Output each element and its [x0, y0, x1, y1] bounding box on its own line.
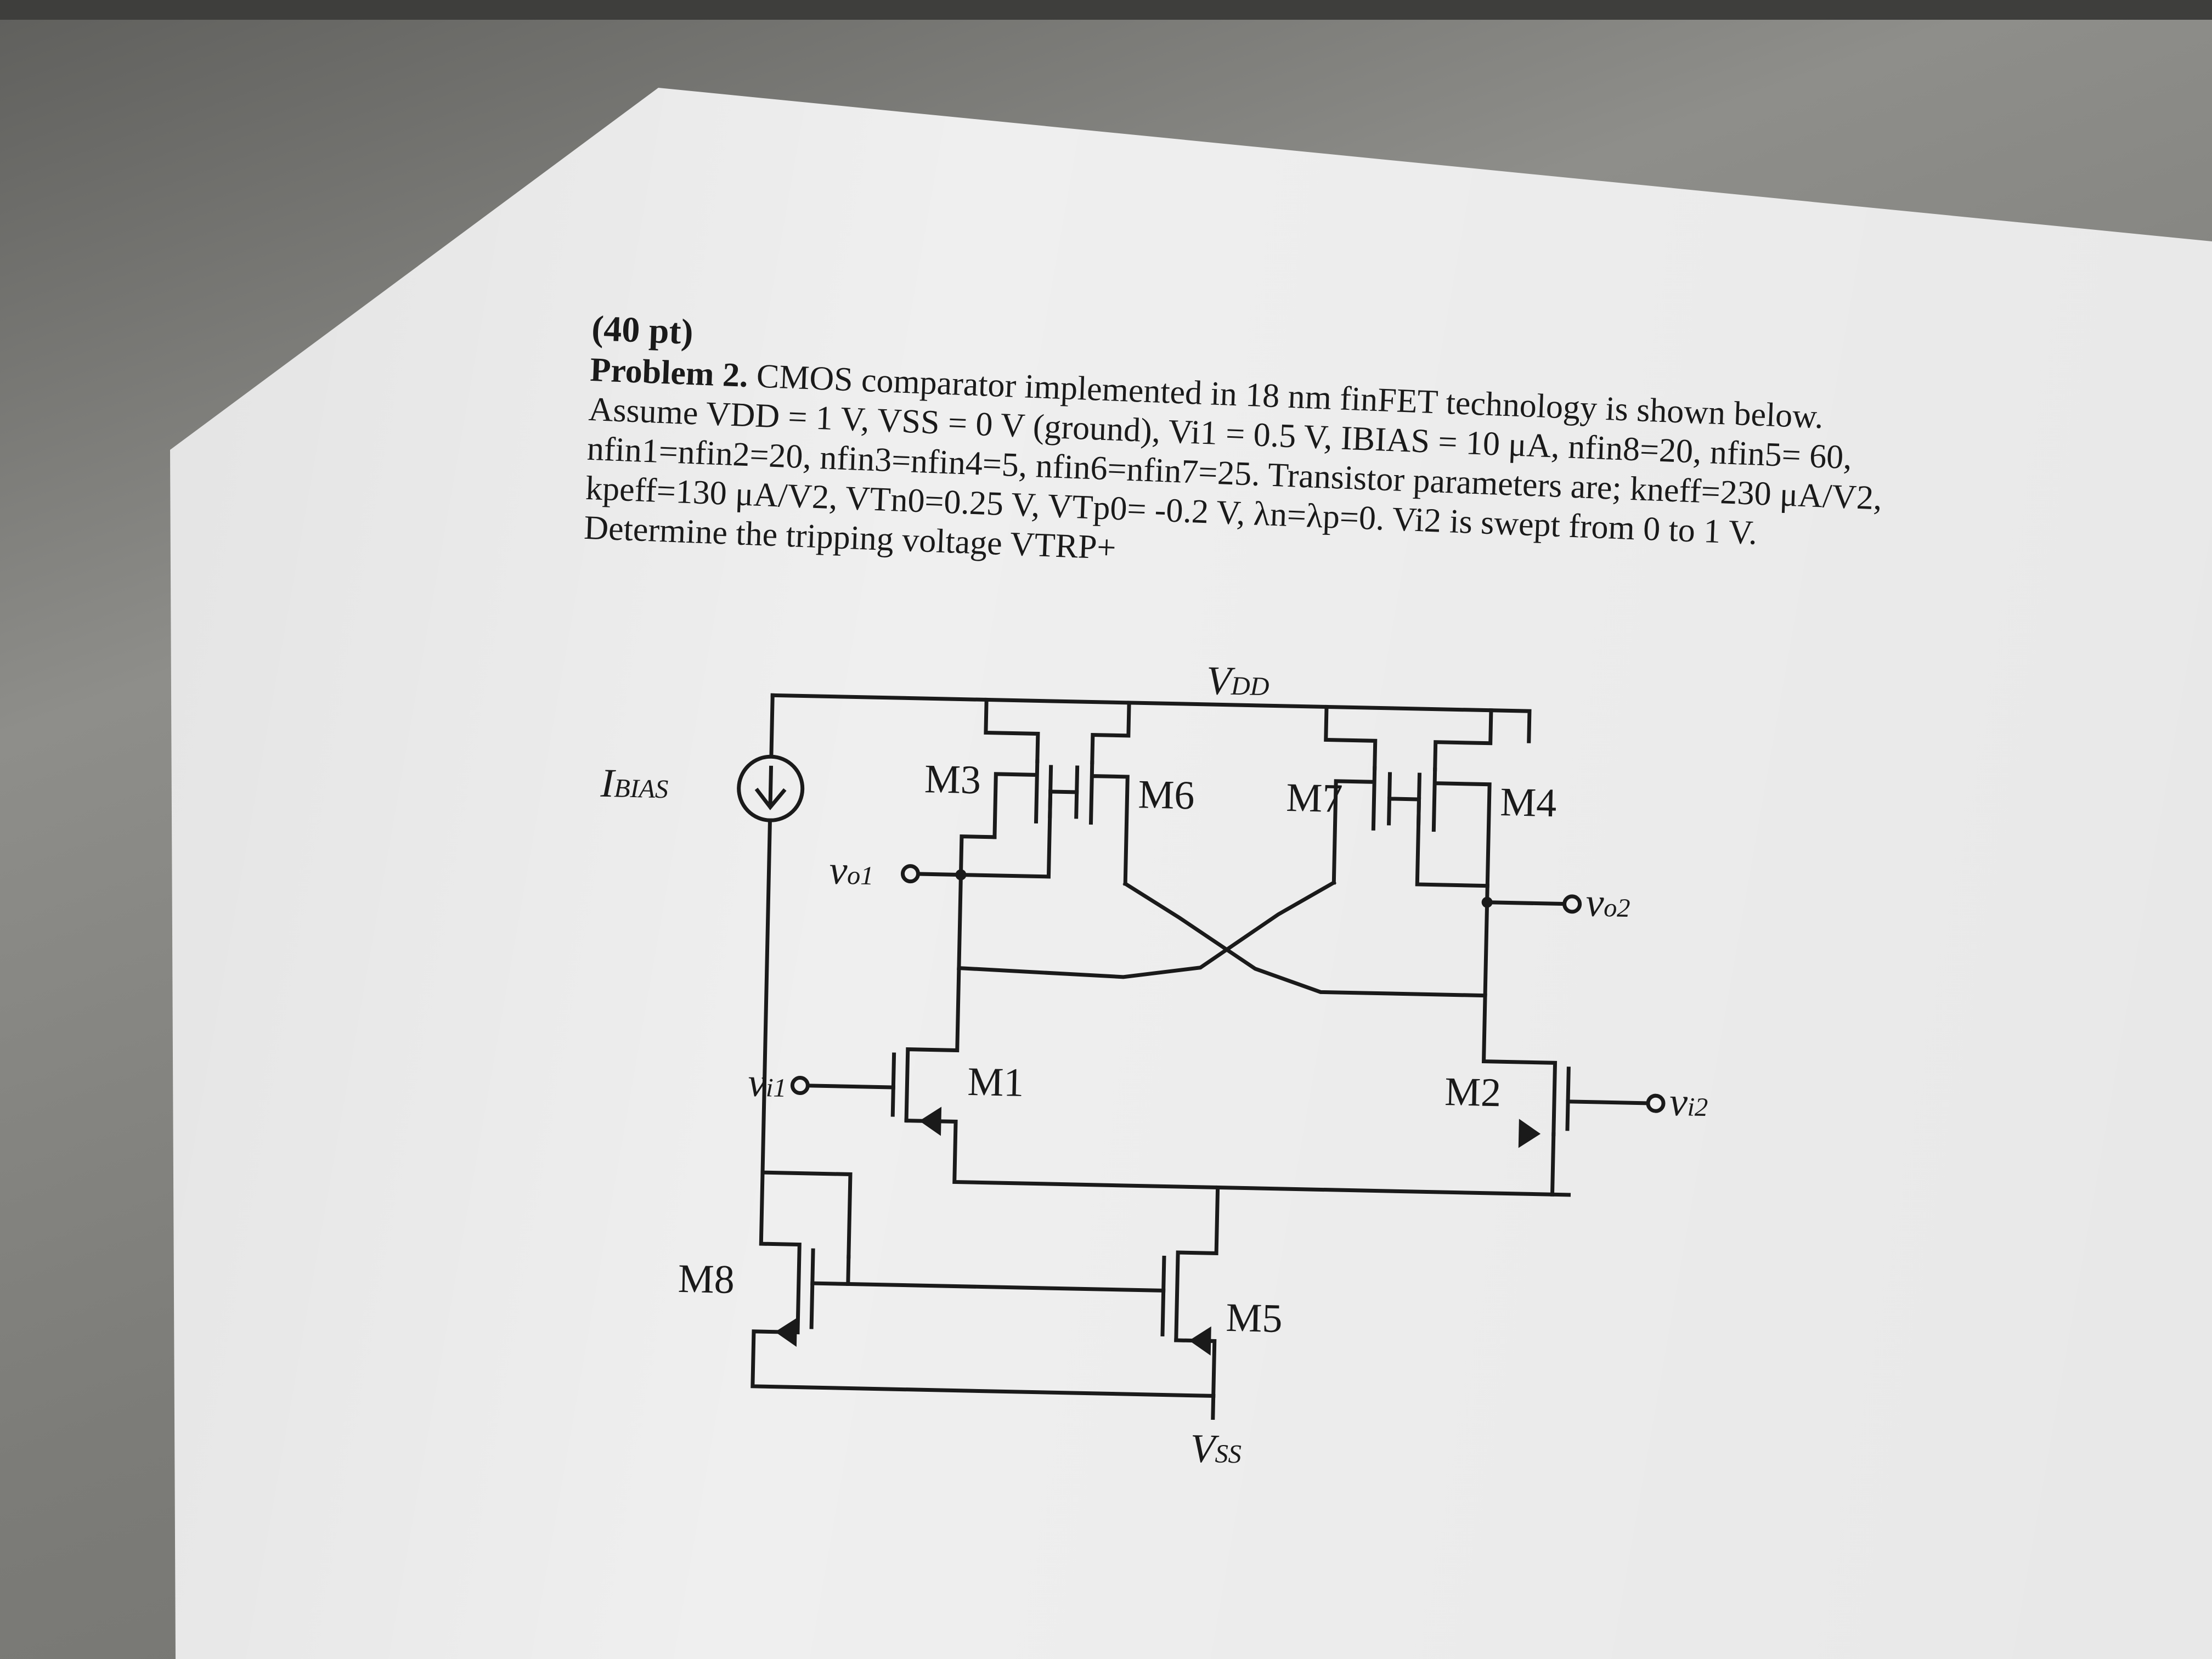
m2-label: M2	[1444, 1069, 1502, 1116]
m8-body	[759, 1170, 815, 1335]
m2-body	[1481, 994, 1571, 1136]
m3-body	[992, 759, 1053, 839]
vdd-label: VDD	[1206, 658, 1269, 704]
m8-m5-gate-wire	[810, 1281, 1166, 1293]
vo1-junction	[955, 869, 967, 881]
vo2-terminal	[1562, 894, 1582, 914]
desk-edge	[0, 0, 2212, 20]
m4-diode-wire	[1415, 797, 1489, 888]
vi1-label-main: v	[747, 1060, 767, 1106]
m2-source-wire	[1550, 1132, 1556, 1197]
m7-label: M7	[1285, 775, 1344, 822]
vss-stub	[1211, 1393, 1216, 1420]
vo2-label: vo2	[1585, 880, 1630, 926]
m4-body	[1417, 768, 1492, 905]
m3-label: M3	[924, 757, 981, 803]
m1-arrow-icon	[919, 1107, 942, 1136]
vi2-label-sub: i2	[1687, 1092, 1708, 1122]
m2-arrow-icon	[1518, 1119, 1541, 1148]
vi2-terminal	[1646, 1093, 1666, 1113]
m6-label: M6	[1137, 772, 1195, 819]
m7-source-wire	[1324, 704, 1378, 770]
vss-rail	[751, 1329, 1216, 1398]
vi1-label-sub: i1	[765, 1073, 787, 1103]
vi2-label: vi2	[1669, 1079, 1708, 1125]
vss-label-sub: SS	[1215, 1439, 1242, 1469]
schematic-wires	[737, 693, 1666, 1420]
m1-source-wire	[904, 1119, 1571, 1197]
m8-label: M8	[678, 1256, 735, 1303]
ibias-to-m8-wire	[760, 818, 853, 1259]
m1-label: M1	[967, 1059, 1025, 1106]
vo1-terminal	[900, 864, 920, 884]
vo1-label: vo1	[828, 848, 874, 894]
m5-label: M5	[1225, 1295, 1283, 1342]
ibias-label: IBIAS	[600, 760, 669, 806]
vss-label-main: V	[1189, 1426, 1216, 1472]
m6-body	[1074, 760, 1130, 886]
vi1-terminal	[790, 1076, 810, 1096]
vo1-label-sub: o1	[847, 861, 874, 891]
m8-arrow-icon	[775, 1317, 797, 1347]
ibias-arrow-icon	[754, 765, 787, 810]
vo2-label-main: v	[1585, 880, 1605, 926]
m1-body	[890, 966, 961, 1123]
vi1-label: vi1	[747, 1060, 787, 1106]
m3-source-wire	[984, 697, 1040, 764]
ibias-label-main: I	[600, 760, 615, 806]
vdd-label-main: V	[1206, 658, 1232, 704]
vo2-output-wire	[1485, 900, 1566, 906]
m7-to-vo1-cross	[957, 880, 1337, 979]
vo1-node-wire	[915, 872, 963, 970]
m6-source-wire	[1090, 701, 1131, 765]
vdd-rail	[770, 693, 1532, 743]
vo2-label-sub: o2	[1603, 893, 1630, 923]
m5-body	[1160, 1185, 1220, 1342]
m8-diode-wire	[846, 1254, 851, 1286]
m4-label: M4	[1499, 780, 1558, 826]
m5-source-wire	[1174, 1338, 1217, 1398]
comparator-schematic: VDD IBIAS M3 M6 M7 M4 vo1 vo2 vi1 M1 M2 …	[564, 647, 1755, 1505]
ibias-label-sub: BIAS	[613, 774, 669, 804]
vi2-label-main: v	[1669, 1079, 1688, 1125]
vo1-label-main: v	[828, 848, 848, 894]
m3-diode-wire	[958, 789, 1053, 879]
problem-label: Problem 2.	[589, 351, 749, 394]
m1-gate-wire	[806, 1084, 895, 1090]
ibias-top-wire	[769, 693, 775, 758]
m2-gate-wire	[1566, 1099, 1650, 1105]
m4-source-wire	[1433, 708, 1493, 772]
m6-to-vo2-cross	[1122, 881, 1487, 998]
vdd-label-sub: DD	[1231, 671, 1269, 702]
m3-drain-wire	[958, 834, 997, 877]
m5-arrow-icon	[1189, 1326, 1211, 1356]
vss-label: VSS	[1189, 1426, 1242, 1472]
vo2-down-wire	[1483, 900, 1489, 998]
